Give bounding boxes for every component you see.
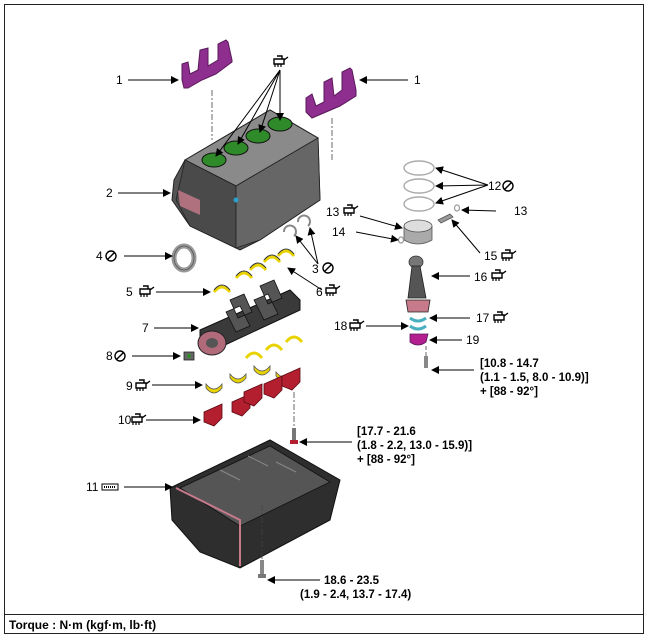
callout-5: 5	[126, 285, 133, 299]
lower-crankcase	[169, 439, 341, 569]
sealant-tube-icon	[101, 483, 119, 491]
callout-1-right: 1	[414, 73, 421, 87]
bearing-cap-bolt	[290, 428, 298, 444]
no-reuse-icon	[114, 350, 126, 362]
callout-11: 11	[86, 480, 99, 494]
callout-15: 15	[484, 249, 498, 263]
torque-spec-oil-pan-bolt: 18.6 - 23.5 (1.9 - 2.4, 13.7 - 17.4)	[300, 575, 411, 601]
callout-19: 19	[466, 333, 480, 347]
rod-bearing-upper	[409, 316, 427, 323]
cylinder-block	[171, 109, 321, 251]
callout-2: 2	[106, 186, 113, 200]
callout-1-left: 1	[116, 73, 123, 87]
piston	[403, 219, 433, 245]
svg-text:[10.8 - 14.7: [10.8 - 14.7	[480, 358, 539, 370]
callout-14: 14	[332, 225, 346, 239]
torque-spec-bearing-cap-bolt: [17.7 - 21.6 (1.8 - 2.2, 13.0 - 15.9)] +…	[357, 426, 472, 466]
piston-pin	[437, 204, 461, 224]
oil-can-icon	[131, 413, 147, 426]
oil-can-icon	[139, 285, 155, 298]
snap-ring	[397, 236, 405, 244]
callout-4: 4	[96, 249, 103, 263]
no-reuse-icon	[502, 180, 514, 192]
oil-can-icon	[343, 204, 359, 217]
no-reuse-icon	[322, 262, 334, 274]
upper-main-bearings	[234, 249, 296, 279]
main-bearing-lower-left	[212, 284, 232, 293]
oil-can-icon	[349, 319, 365, 332]
callout-16: 16	[474, 270, 488, 284]
svg-text:+ [88 - 92°]: + [88 - 92°]	[480, 386, 538, 398]
callout-12: 12	[488, 179, 502, 193]
callout-13-left: 13	[326, 205, 340, 219]
water-jacket-insert-right	[305, 67, 357, 119]
crankshaft-sprocket	[183, 351, 195, 361]
piston-rings	[403, 160, 435, 212]
lower-bearings	[205, 364, 293, 394]
oil-can-icon	[493, 311, 509, 324]
no-reuse-icon	[105, 250, 117, 262]
oil-can-icon	[273, 55, 289, 68]
callout-6: 6	[316, 285, 323, 299]
svg-text:(1.8 - 2.2, 13.0 - 15.9)]: (1.8 - 2.2, 13.0 - 15.9)]	[357, 440, 472, 452]
callout-17: 17	[476, 311, 490, 325]
callout-3: 3	[312, 262, 319, 276]
main-bearing-caps	[203, 367, 301, 427]
rod-bearing-lower	[409, 324, 427, 331]
svg-text:(1.9 - 2.4, 13.7 - 17.4): (1.9 - 2.4, 13.7 - 17.4)	[300, 589, 411, 601]
torque-units-note: Torque : N·m (kgf·m, lb·ft)	[9, 618, 157, 632]
callout-9: 9	[126, 379, 133, 393]
callout-labels: 1 1 2 3 4 5 6 7 8 9 10 11 12 13 13 14 15…	[86, 73, 528, 494]
connecting-rod	[405, 255, 431, 313]
callout-13-right: 13	[514, 204, 528, 218]
oil-can-icon	[501, 249, 517, 262]
svg-text:[17.7 - 21.6: [17.7 - 21.6	[357, 426, 416, 438]
svg-text:+ [88 - 92°]: + [88 - 92°]	[357, 454, 415, 466]
rod-cap-bolt	[424, 356, 428, 368]
callout-7: 7	[142, 321, 149, 335]
water-jacket-insert-left	[181, 39, 233, 89]
torque-spec-rod-bolt: [10.8 - 14.7 (1.1 - 1.5, 8.0 - 10.9)] + …	[480, 358, 589, 398]
oil-can-icon	[491, 269, 507, 282]
oil-pan-bolt	[258, 560, 266, 578]
connecting-rod-cap	[409, 333, 429, 346]
svg-text:18.6 - 23.5: 18.6 - 23.5	[324, 575, 380, 587]
lower-main-bearings	[244, 335, 304, 359]
footer-divider	[4, 614, 644, 615]
leader-lines	[118, 76, 497, 584]
callout-18: 18	[334, 319, 348, 333]
crankshaft	[197, 279, 301, 356]
oil-application-arrows	[215, 69, 284, 157]
oil-can-icon	[325, 284, 341, 297]
callout-8: 8	[106, 349, 113, 363]
cylinder-bores	[201, 116, 293, 168]
thrust-bearings	[283, 214, 311, 237]
oil-can-icon	[135, 379, 151, 392]
diagram-frame	[4, 4, 644, 634]
rear-oil-seal	[171, 243, 197, 273]
upper-main-bearings-outline	[235, 248, 295, 277]
svg-text:(1.1 - 1.5, 8.0 - 10.9)]: (1.1 - 1.5, 8.0 - 10.9)]	[480, 372, 589, 384]
callout-10: 10	[118, 413, 132, 427]
